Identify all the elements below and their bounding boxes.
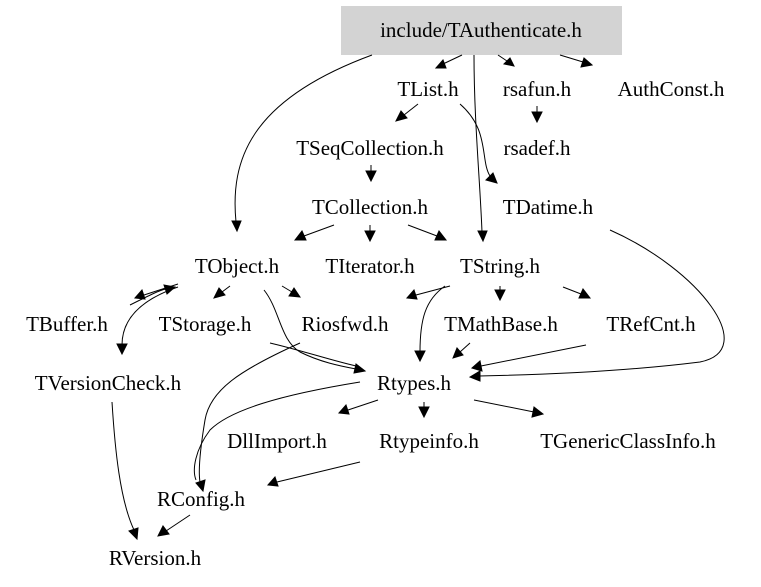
edge-riosfwd-rconfig bbox=[198, 342, 301, 483]
edge-tstorage-rtypes bbox=[269, 342, 357, 367]
arrow-head bbox=[434, 230, 448, 241]
edge-root-tobject bbox=[234, 54, 373, 223]
edge-tlist-tseqcollection bbox=[403, 103, 419, 116]
arrow-head bbox=[468, 370, 481, 382]
edge-tstring-trefcnt bbox=[562, 286, 582, 295]
node-tcollection[interactable]: TCollection.h bbox=[312, 195, 429, 219]
edge-tobject-tstorage bbox=[221, 285, 231, 293]
edge-tmathbase-rtypes bbox=[459, 342, 471, 353]
node-tlist[interactable]: TList.h bbox=[397, 77, 459, 101]
arrow-head bbox=[502, 57, 515, 67]
arrow-head bbox=[414, 350, 426, 363]
arrow-head bbox=[195, 479, 206, 493]
edge-tlist-tdatime bbox=[459, 103, 491, 177]
arrow-head bbox=[418, 406, 430, 419]
arrow-head bbox=[578, 288, 592, 299]
arrow-head bbox=[477, 230, 488, 243]
edge-tobject-riosfwd bbox=[281, 285, 293, 293]
arrow-head bbox=[337, 404, 350, 415]
edge-root-authconst bbox=[559, 54, 584, 63]
edge-tobject-rtypes bbox=[263, 289, 357, 370]
edge-trefcnt-rtypes bbox=[480, 344, 587, 367]
node-tseqcollection[interactable]: TSeqCollection.h bbox=[296, 136, 444, 160]
arrow-head bbox=[293, 230, 307, 241]
arrow-head bbox=[128, 527, 139, 541]
arrow-head bbox=[163, 284, 177, 295]
node-root[interactable]: include/TAuthenticate.h bbox=[380, 18, 582, 42]
arrow-head bbox=[266, 476, 279, 487]
node-tmathbase[interactable]: TMathBase.h bbox=[444, 312, 558, 336]
node-titerator[interactable]: TIterator.h bbox=[325, 254, 415, 278]
node-trefcnt[interactable]: TRefCnt.h bbox=[606, 312, 696, 336]
arrow-head bbox=[133, 289, 146, 300]
edge-root-tstring bbox=[473, 54, 483, 233]
edge-root-tlist bbox=[442, 54, 463, 65]
root-node-box[interactable] bbox=[341, 6, 622, 55]
edge-rtypes-rconfig bbox=[193, 381, 361, 481]
arrow-head bbox=[353, 363, 367, 374]
edge-rconfig-rversion bbox=[165, 514, 191, 532]
edge-rtypes-tgenericclassinfo bbox=[473, 399, 535, 413]
node-rconfig[interactable]: RConfig.h bbox=[157, 487, 246, 511]
node-tversioncheck[interactable]: TVersionCheck.h bbox=[35, 371, 182, 395]
edge-rtypes-dllimport bbox=[347, 399, 379, 411]
arrow-head bbox=[116, 343, 128, 356]
node-tstorage[interactable]: TStorage.h bbox=[159, 312, 252, 336]
arrow-head bbox=[395, 110, 408, 122]
node-rtypeinfo[interactable]: Rtypeinfo.h bbox=[379, 429, 479, 453]
edge-rtypeinfo-rconfig bbox=[276, 461, 361, 483]
arrow-head bbox=[364, 230, 376, 243]
node-authconst[interactable]: AuthConst.h bbox=[618, 77, 725, 101]
edge-tversioncheck-rversion bbox=[111, 401, 135, 531]
edge-tbuffer-tobject bbox=[129, 288, 167, 306]
node-tobject[interactable]: TObject.h bbox=[195, 254, 280, 278]
edge-tcollection-tstring bbox=[407, 224, 438, 237]
arrow-head bbox=[485, 172, 498, 184]
arrow-head bbox=[365, 170, 377, 183]
node-rsadef[interactable]: rsadef.h bbox=[503, 136, 571, 160]
node-rtypes[interactable]: Rtypes.h bbox=[377, 371, 452, 395]
node-tdatime[interactable]: TDatime.h bbox=[503, 195, 594, 219]
edge-root-rsafun bbox=[497, 54, 508, 62]
edge-tstring-riosfwd bbox=[415, 285, 451, 296]
arrow-head bbox=[470, 360, 483, 372]
node-tgenericclassinfo[interactable]: TGenericClassInfo.h bbox=[540, 429, 716, 453]
arrow-head bbox=[494, 289, 506, 302]
node-tstring[interactable]: TString.h bbox=[460, 254, 540, 278]
edge-tobject-tbuffer bbox=[143, 283, 179, 296]
arrow-head bbox=[580, 57, 594, 68]
arrow-head bbox=[157, 525, 170, 537]
arrow-head bbox=[452, 347, 464, 359]
arrow-head bbox=[213, 287, 226, 299]
arrow-head bbox=[288, 287, 301, 298]
node-dllimport[interactable]: DllImport.h bbox=[227, 429, 327, 453]
edges bbox=[111, 54, 725, 541]
node-rsafun[interactable]: rsafun.h bbox=[503, 77, 572, 101]
arrow-head bbox=[531, 111, 543, 124]
arrow-head bbox=[231, 220, 242, 233]
node-tbuffer[interactable]: TBuffer.h bbox=[26, 312, 108, 336]
node-riosfwd[interactable]: Riosfwd.h bbox=[302, 312, 389, 336]
arrow-head bbox=[405, 289, 418, 300]
edge-tdatime-rtypes bbox=[478, 229, 725, 377]
arrow-head bbox=[434, 59, 447, 69]
node-labels: include/TAuthenticate.h TList.h rsafun.h… bbox=[26, 18, 725, 570]
node-rversion[interactable]: RVersion.h bbox=[109, 546, 202, 570]
arrow-head bbox=[531, 406, 545, 418]
edge-tstring-rtypes bbox=[419, 285, 446, 353]
edge-tcollection-tobject bbox=[303, 224, 335, 237]
